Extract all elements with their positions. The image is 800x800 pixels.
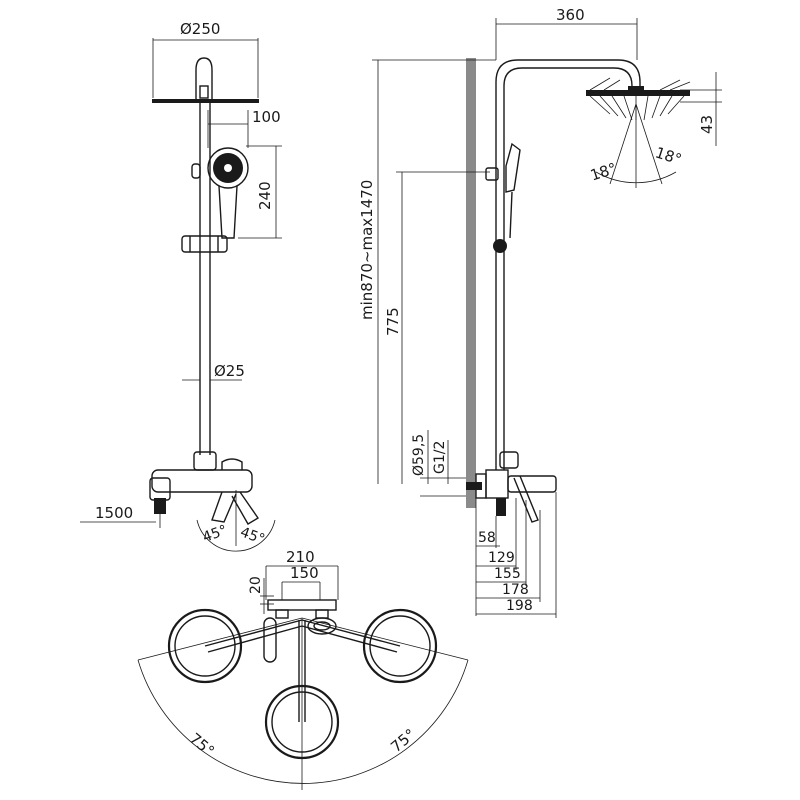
dim-offset-20: 20 bbox=[248, 576, 264, 594]
rain-head-front bbox=[152, 99, 259, 103]
dim-lever-angle-left: 45° bbox=[201, 522, 230, 546]
dim-hand-shower-height: 240 bbox=[256, 181, 274, 210]
dim-total-height: min870~max1470 bbox=[358, 180, 376, 320]
mixer-body-top bbox=[267, 599, 337, 611]
hand-shower-side bbox=[505, 142, 521, 193]
side-view: 360 43 18° 18° min870~max1470 bbox=[358, 6, 722, 618]
dim-depth-178: 178 bbox=[502, 582, 529, 598]
dim-bracket-height: 775 bbox=[384, 307, 402, 336]
dim-arm-reach: 360 bbox=[556, 6, 585, 24]
slide-bracket bbox=[181, 235, 228, 253]
handle-ring-left bbox=[167, 608, 243, 684]
dim-head-diameter: Ø250 bbox=[180, 20, 220, 38]
dim-hose-length: 1500 bbox=[95, 504, 133, 522]
dim-pipe-diameter: Ø25 bbox=[214, 362, 245, 380]
top-view: 210 150 20 75° 75° bbox=[137, 548, 469, 790]
dim-head-offset: 43 bbox=[698, 115, 716, 134]
rain-head-side bbox=[586, 77, 691, 121]
dim-thread: G1/2 bbox=[432, 441, 448, 474]
mixer-body-front bbox=[151, 469, 253, 493]
dim-depth-155: 155 bbox=[494, 566, 521, 582]
dim-centers-210: 210 bbox=[286, 548, 315, 566]
dim-depth-58: 58 bbox=[478, 530, 496, 546]
mixer-body-side bbox=[507, 475, 557, 493]
front-view: Ø250 100 240 Ø25 bbox=[80, 20, 282, 552]
dim-hand-shower-width: 100 bbox=[252, 108, 281, 126]
hand-shower-face bbox=[207, 147, 249, 189]
handle-ring-right bbox=[362, 608, 438, 684]
dim-head-tilt-left: 18° bbox=[588, 159, 619, 184]
dim-rotation-right: 75° bbox=[387, 725, 419, 756]
dim-lever-angle-right: 45° bbox=[238, 524, 267, 548]
dim-rotation-left: 75° bbox=[186, 729, 218, 760]
dim-flange-diameter: Ø59,5 bbox=[411, 434, 427, 476]
dim-centers-150: 150 bbox=[290, 564, 319, 582]
slider-knob-side bbox=[493, 239, 507, 253]
dim-depth-129: 129 bbox=[488, 550, 515, 566]
wall-section bbox=[466, 58, 476, 508]
dim-head-tilt-right: 18° bbox=[653, 143, 684, 168]
dim-depth-198: 198 bbox=[506, 598, 533, 614]
